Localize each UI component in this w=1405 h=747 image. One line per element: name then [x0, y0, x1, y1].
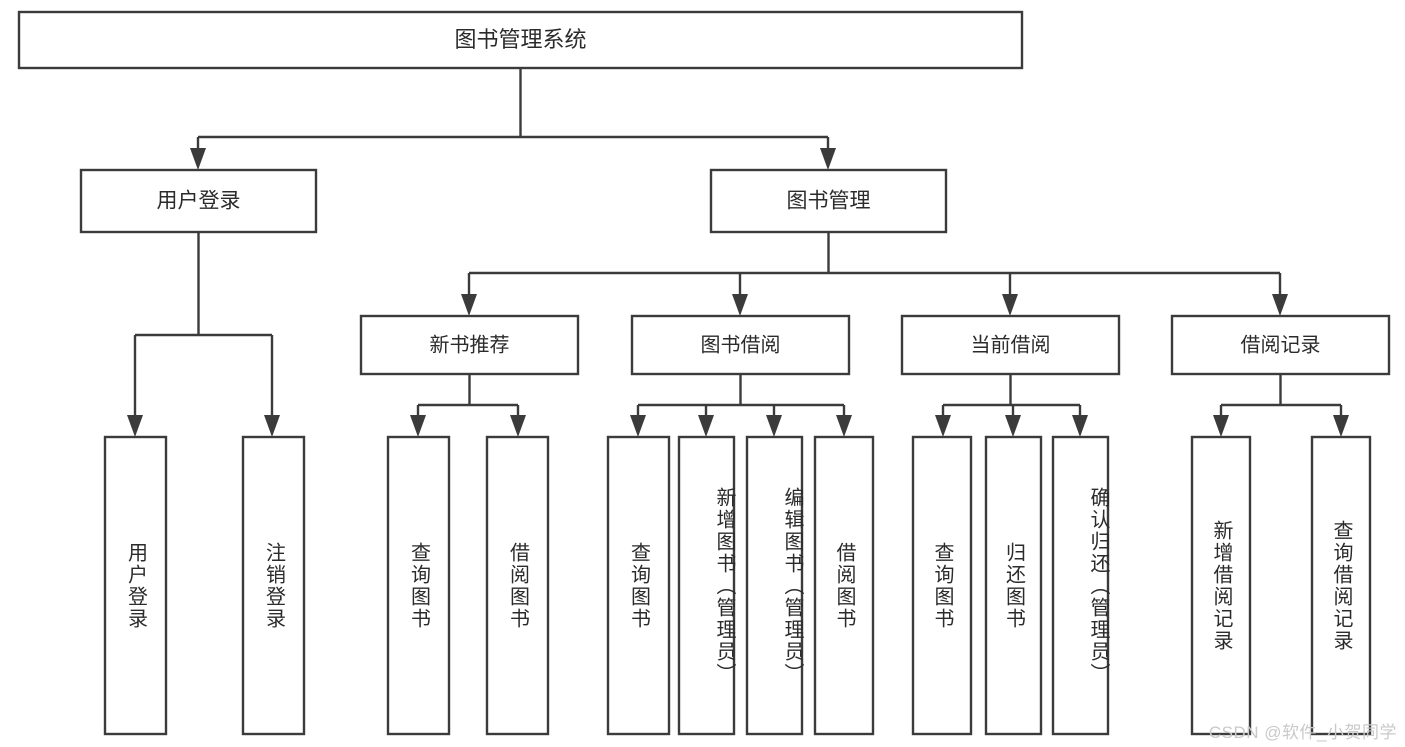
leaf-box-cur-query[interactable]	[911, 435, 973, 736]
connector-userlogin-to-leaves	[127, 232, 280, 437]
arrow-head-icon	[127, 415, 143, 437]
node-user-login[interactable]: 用户登录	[79, 168, 318, 234]
node-book-borrow[interactable]: 图书借阅	[630, 314, 851, 376]
arrow-head-icon	[1072, 415, 1088, 437]
node-root-label: 图书管理系统	[454, 27, 586, 52]
node-current-borrow[interactable]: 当前借阅	[900, 314, 1121, 376]
leaf-boxes	[103, 435, 1372, 736]
leaf-box-rec-query[interactable]	[386, 435, 451, 736]
node-new-book-rec[interactable]: 新书推荐	[359, 314, 580, 376]
node-book-manage[interactable]: 图书管理	[709, 168, 948, 234]
leaf-box-rec-borrow[interactable]	[485, 435, 550, 736]
arrow-head-icon	[190, 148, 206, 170]
leaf-box-user-login[interactable]	[103, 435, 168, 736]
node-root[interactable]: 图书管理系统	[17, 10, 1024, 70]
leaf-box-cur-confirm[interactable]	[1051, 435, 1110, 736]
arrow-head-icon	[264, 415, 280, 437]
node-book-borrow-label: 图书借阅	[701, 333, 781, 356]
connector-bookmanage-to-level3	[461, 232, 1288, 316]
arrow-head-icon	[1272, 294, 1288, 316]
connector-borrowrecord-to-leaves	[1213, 374, 1349, 437]
connector-root-to-level2	[190, 68, 836, 170]
node-current-borrow-label: 当前借阅	[971, 333, 1051, 356]
arrow-head-icon	[510, 415, 526, 437]
arrow-head-icon	[820, 148, 836, 170]
node-borrow-record[interactable]: 借阅记录	[1170, 314, 1391, 376]
leaf-box-cur-return[interactable]	[984, 435, 1043, 736]
leaf-box-borrow-query[interactable]	[606, 435, 671, 736]
node-book-manage-label: 图书管理	[787, 190, 871, 213]
leaf-box-user-logout[interactable]	[241, 435, 306, 736]
watermark: CSDN @软件_小贺同学	[1208, 723, 1397, 742]
leaf-box-rec-query2[interactable]	[1310, 435, 1372, 736]
arrow-head-icon	[766, 415, 782, 437]
leaf-box-borrow-edit[interactable]	[745, 435, 804, 736]
arrow-head-icon	[732, 294, 748, 316]
connector-bookborrow-to-leaves	[630, 374, 852, 437]
arrow-head-icon	[1005, 415, 1021, 437]
leaf-box-borrow-do[interactable]	[813, 435, 875, 736]
node-borrow-record-label: 借阅记录	[1241, 333, 1321, 356]
arrow-head-icon	[1002, 294, 1018, 316]
arrow-head-icon	[461, 294, 477, 316]
connector-newbookrec-to-leaves	[410, 374, 526, 437]
node-new-book-rec-label: 新书推荐	[430, 333, 510, 356]
arrow-head-icon	[836, 415, 852, 437]
leaf-box-rec-add[interactable]	[1190, 435, 1252, 736]
arrow-head-icon	[410, 415, 426, 437]
arrow-head-icon	[1333, 415, 1349, 437]
arrow-head-icon	[1213, 415, 1229, 437]
connector-currentborrow-to-leaves	[935, 374, 1088, 437]
arrow-head-icon	[630, 415, 646, 437]
arrow-head-icon	[935, 415, 951, 437]
arrow-head-icon	[698, 415, 714, 437]
leaf-box-borrow-add[interactable]	[677, 435, 736, 736]
node-user-login-label: 用户登录	[157, 190, 241, 213]
